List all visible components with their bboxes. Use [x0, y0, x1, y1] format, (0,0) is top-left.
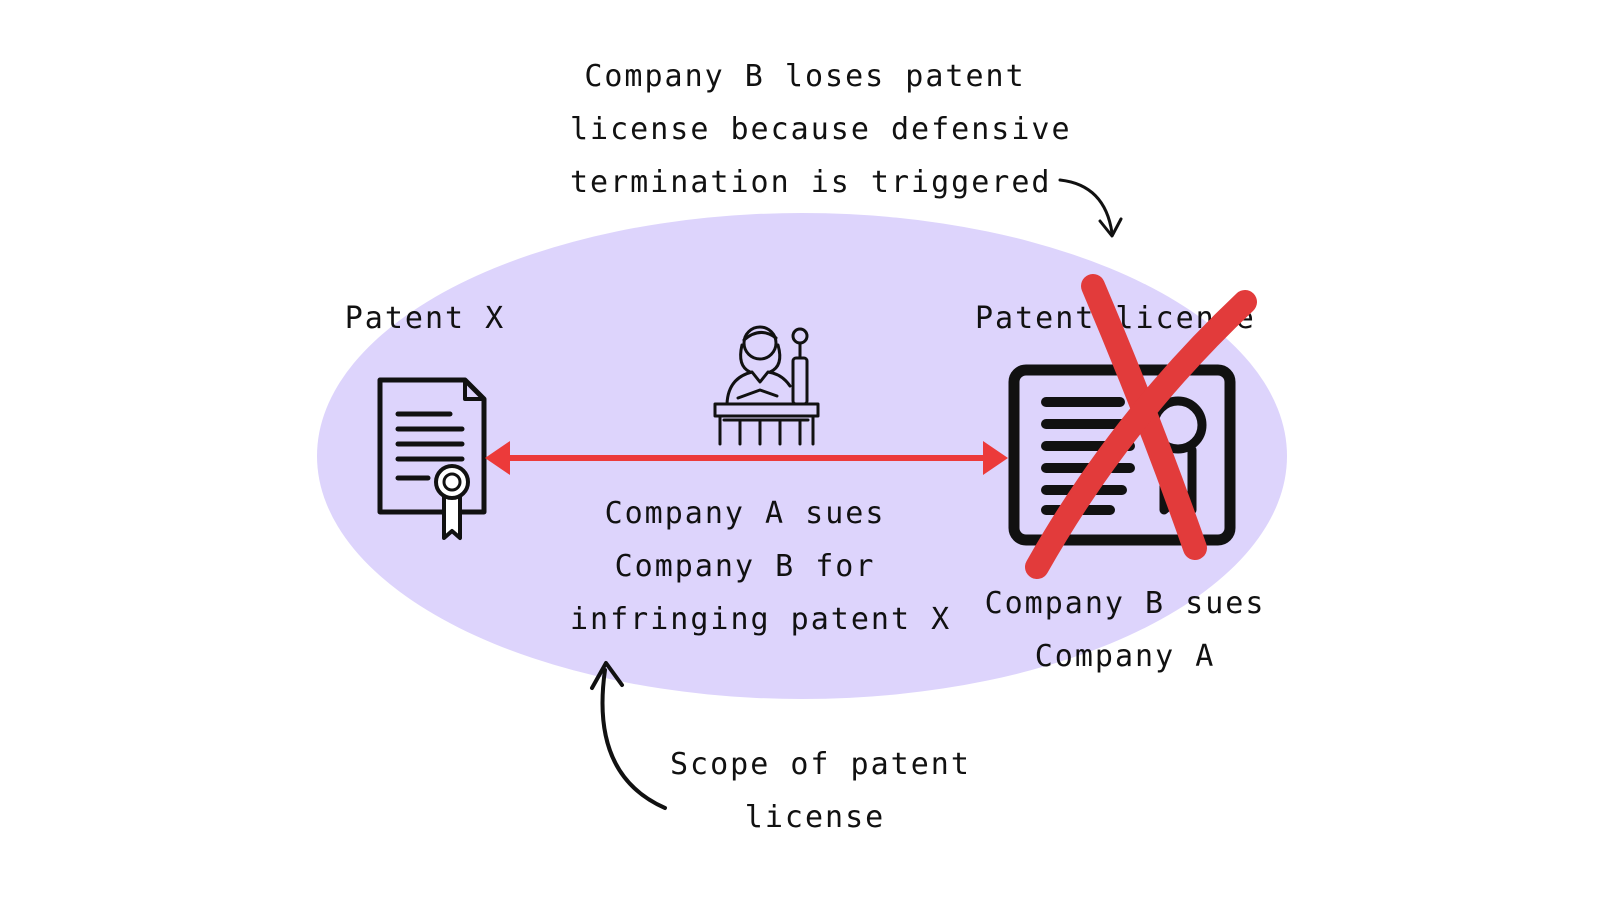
- red-cross-icon: [1025, 274, 1257, 579]
- callout-line-1: Company B loses patent: [584, 59, 1026, 94]
- lawsuit-a-line-1: Company A sues: [604, 496, 886, 531]
- patent-x-label: Patent X: [344, 301, 506, 336]
- scope-note: Scope of patent license: [670, 738, 971, 844]
- scope-note-line-2: license: [744, 800, 886, 835]
- callout-line-3: termination is triggered: [570, 165, 1052, 200]
- lawsuit-b-line-1: Company B sues: [984, 586, 1266, 621]
- lawsuit-a-line-3: infringing patent X: [570, 602, 952, 637]
- scope-note-line-1: Scope of patent: [670, 747, 971, 782]
- callout-line-2: license because defensive: [570, 112, 1072, 147]
- lawsuit-b-line-2: Company A: [1034, 639, 1216, 674]
- curved-arrow-icon: [590, 661, 667, 810]
- callout-termination: Company B loses patent license because d…: [570, 50, 1072, 209]
- lawsuit-b-text: Company B sues Company A: [975, 577, 1275, 683]
- curved-arrow-icon: [1058, 178, 1123, 238]
- judge-gavel-icon: [713, 325, 820, 446]
- double-arrow-icon: [485, 441, 1008, 475]
- lawsuit-a-text: Company A sues Company B for infringing …: [570, 487, 952, 646]
- lawsuit-a-line-2: Company B for: [614, 549, 876, 584]
- patent-document-icon: [377, 377, 487, 540]
